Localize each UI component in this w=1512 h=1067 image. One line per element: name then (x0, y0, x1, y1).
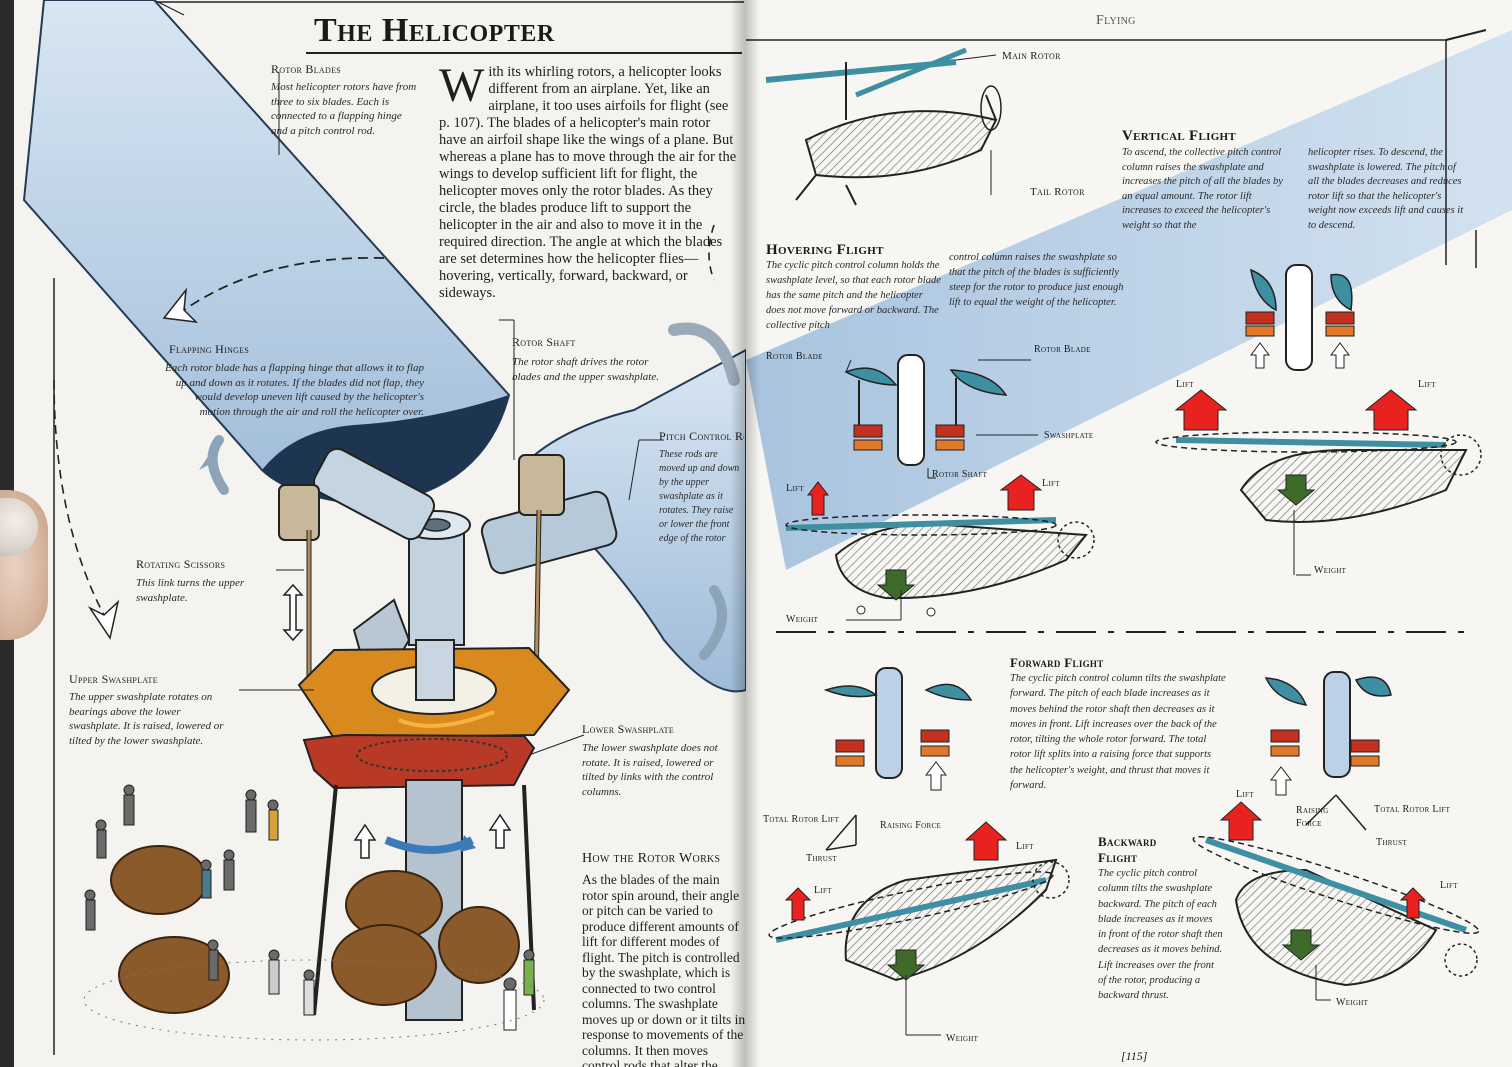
rotor-hub (408, 524, 465, 646)
raising-force-label-forward: Raising Force (880, 820, 942, 831)
swashplate-label: Swashplate (1044, 430, 1094, 441)
right-page: Flying Main Rotor Tail Rotor Vertical Fl… (746, 0, 1512, 1067)
thrust-label-forward: Thrust (806, 853, 837, 864)
weight-label-hover: Weight (786, 614, 819, 625)
backward-flight-heading: Backward Flight (1098, 834, 1157, 865)
lift-label-hover-right: Lift (1042, 478, 1060, 489)
pitch-control-rods-heading: Pitch Control Rods (659, 430, 744, 443)
mammoth-2 (118, 936, 230, 1014)
lift-label-vertical-right: Lift (1418, 379, 1436, 390)
vertical-blade-diagram (1245, 264, 1355, 371)
vertical-flight-text-col2: helicopter rises. To descend, the swashp… (1308, 147, 1464, 231)
weight-label-backward: Weight (1336, 997, 1369, 1008)
rotor-shaft-caption: The rotor shaft drives the rotor blades … (512, 356, 659, 383)
total-rotor-lift-label-backward: Total Rotor Lift (1374, 804, 1451, 815)
lift-label-forward-right: Lift (1016, 841, 1034, 852)
rotor-blade-label-right: Rotor Blade (1034, 344, 1091, 355)
book-gutter (730, 0, 760, 1067)
right-page-illustration (746, 29, 1512, 1036)
backward-blade-diagram (1264, 671, 1392, 796)
hovering-flight-text-col1: The cyclic pitch control column holds th… (766, 260, 941, 331)
forward-flight-text: The cyclic pitch control column tilts th… (1010, 673, 1226, 792)
dropcap-letter: W (439, 59, 485, 112)
rotor-blades-caption: Most helicopter rotors have from three t… (271, 81, 417, 137)
rotating-scissors-caption: This link turns the upper swashplate. (136, 577, 245, 604)
flapping-hinges-caption: Each rotor blade has a flapping hinge th… (164, 362, 424, 418)
lift-label-forward-left: Lift (814, 885, 832, 896)
rotating-scissors-heading: Rotating Scissors (136, 557, 226, 571)
people-figures (84, 784, 535, 1031)
lower-swashplate-heading: Lower Swashplate (582, 722, 675, 736)
forward-helicopter (768, 814, 1070, 982)
lower-swashplate-shape (302, 733, 536, 790)
rotor-shaft-heading: Rotor Shaft (512, 335, 576, 349)
pitch-arm-left (312, 447, 436, 541)
hovering-helicopter (785, 474, 1095, 617)
raising-force-label-backward: Raising Force (1296, 805, 1329, 829)
main-rotor-label: Main Rotor (1002, 50, 1061, 62)
backward-flight-text: The cyclic pitch control column tilts th… (1098, 868, 1223, 1002)
upper-swashplate-heading: Upper Swashplate (69, 672, 158, 686)
flapping-hinges-heading: Flapping Hinges (169, 342, 250, 356)
how-rotor-works-heading: How the Rotor Works (582, 852, 721, 865)
lift-label-hover-left: Lift (786, 483, 804, 494)
left-page-illustration (22, 0, 746, 1055)
vertical-helicopter (1155, 389, 1482, 523)
lift-label-vertical-left: Lift (1176, 379, 1194, 390)
page-title: The Helicopter (314, 12, 555, 49)
how-rotor-works-text: As the blades of the main rotor spin aro… (582, 872, 745, 1067)
hovering-flight-heading: Hovering Flight (766, 242, 884, 258)
vertical-flight-text-col1: To ascend, the collective pitch control … (1122, 147, 1283, 231)
lift-label-backward-right: Lift (1440, 880, 1458, 891)
title-rule (306, 52, 742, 54)
lift-label-backward-top: Lift (1236, 789, 1254, 800)
mammoth-5 (438, 906, 520, 984)
weight-label-forward: Weight (946, 1033, 979, 1044)
page-number: [115] (1121, 1049, 1148, 1063)
hovering-flight-text-col2: control column raises the swashplate so … (949, 252, 1124, 308)
rotor-blade-label-left: Rotor Blade (766, 351, 823, 362)
forward-blade-diagram (823, 667, 973, 791)
running-head: Flying (1096, 13, 1136, 28)
tail-rotor-label: Tail Rotor (1030, 186, 1085, 198)
upper-swashplate-caption: The upper swashplate rotates on bearings… (69, 691, 224, 747)
weight-label-vertical: Weight (1314, 565, 1347, 576)
backward-helicopter (1192, 794, 1480, 987)
total-rotor-lift-label-forward: Total Rotor Lift (763, 814, 840, 825)
intro-text: ith its whirling rotors, a helicopter lo… (439, 64, 737, 301)
forward-flight-heading: Forward Flight (1010, 655, 1104, 670)
hovering-blade-diagram (844, 354, 1008, 466)
helicopter-main-rotor-diagram (765, 47, 1002, 206)
mammoth-4 (331, 924, 437, 1006)
rotor-blades-heading: Rotor Blades (271, 62, 342, 76)
lower-swashplate-caption: The lower swashplate does not rotate. It… (582, 742, 718, 798)
vertical-flight-heading: Vertical Flight (1122, 128, 1237, 144)
mammoth-1 (110, 845, 208, 915)
thrust-label-backward: Thrust (1376, 837, 1407, 848)
rotor-shaft-label: Rotor Shaft (932, 469, 988, 480)
pitch-control-rods-caption: These rods are moved up and down by the … (659, 449, 741, 548)
